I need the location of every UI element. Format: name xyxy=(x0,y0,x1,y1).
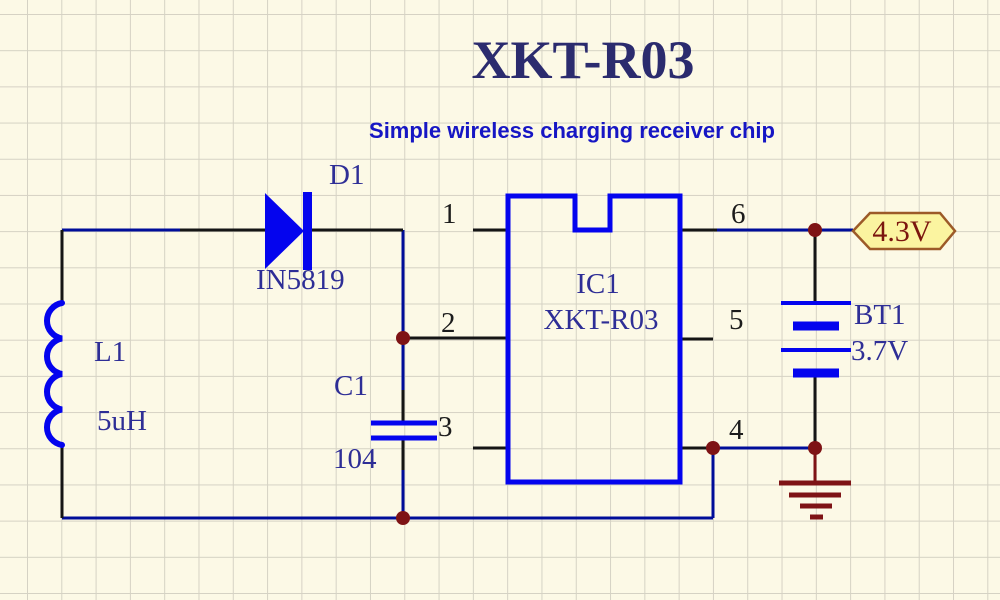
junction-dot xyxy=(396,331,410,345)
diode-designator-label: D1 xyxy=(329,159,365,191)
diode-cathode-bar xyxy=(303,192,312,270)
battery-long-plates xyxy=(781,301,851,352)
power-flag xyxy=(851,211,957,251)
capacitor-designator-label: C1 xyxy=(334,370,368,402)
ic-pin-4-number: 4 xyxy=(729,414,744,446)
ic-pin-6-number: 6 xyxy=(731,198,746,230)
page-title: XKT-R03 xyxy=(471,30,695,90)
junction-dot xyxy=(396,511,410,525)
junction-dots xyxy=(396,223,822,525)
battery-value-label: 3.7V xyxy=(851,335,909,367)
capacitor-symbol xyxy=(371,420,437,441)
ic-pin-3-number: 3 xyxy=(438,411,453,443)
inductor-designator-label: L1 xyxy=(94,336,127,368)
power-net-label: 4.3V xyxy=(872,215,932,248)
diode-symbol xyxy=(265,193,304,269)
ic-designator-label: IC1 xyxy=(576,268,620,300)
junction-dot xyxy=(706,441,720,455)
inductor-symbol xyxy=(44,300,65,448)
pin-stub-segments xyxy=(60,228,817,518)
ground-icon xyxy=(779,480,851,520)
battery-designator-label: BT1 xyxy=(854,299,906,331)
junction-dot xyxy=(808,223,822,237)
ic-pin-5-number: 5 xyxy=(729,304,744,336)
capacitor-value-label: 104 xyxy=(333,443,377,475)
page-subtitle: Simple wireless charging receiver chip xyxy=(369,118,775,143)
ic-body xyxy=(505,193,683,485)
inductor-value-label: 5uH xyxy=(97,405,147,437)
wire-segments xyxy=(62,228,853,520)
ic-pin-1-number: 1 xyxy=(442,198,457,230)
diode-value-label: IN5819 xyxy=(256,264,345,296)
ic-value-label: XKT-R03 xyxy=(543,304,659,336)
ic-pin-2-number: 2 xyxy=(441,307,456,339)
battery-short-plates xyxy=(793,321,839,378)
junction-dot xyxy=(808,441,822,455)
